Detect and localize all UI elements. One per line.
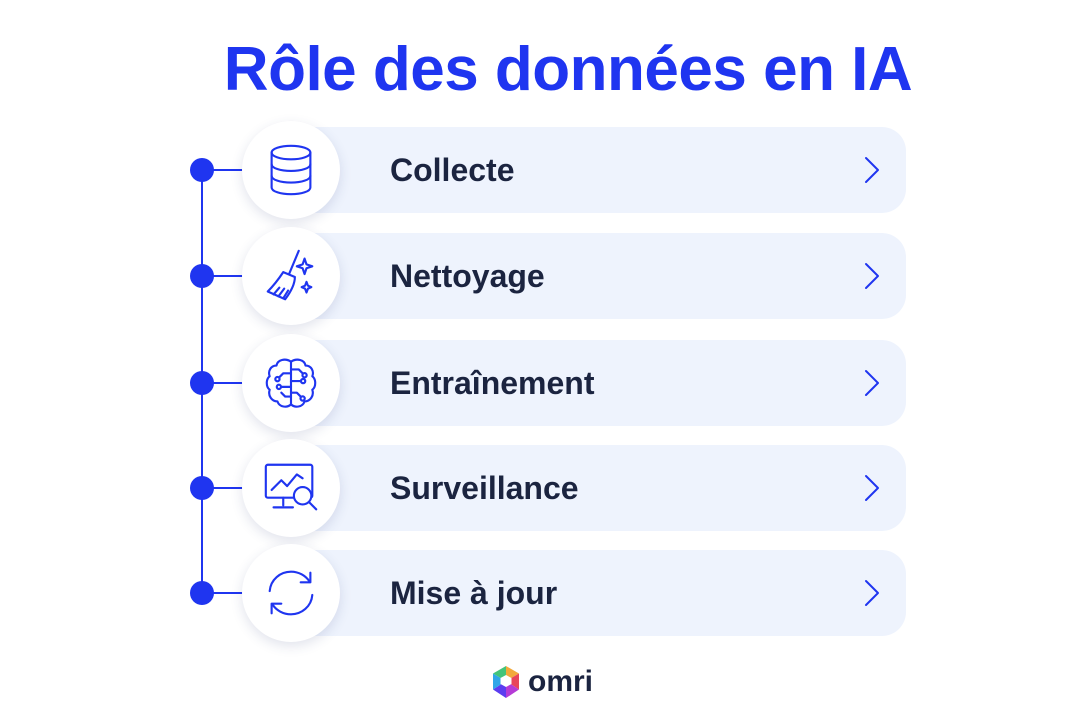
step-surveillance[interactable]: Surveillance <box>190 439 906 537</box>
timeline-dot <box>190 371 214 395</box>
step-card[interactable] <box>282 233 906 319</box>
step-card[interactable] <box>282 127 906 213</box>
icon-badge <box>242 121 340 219</box>
timeline-connector <box>202 169 246 171</box>
timeline-connector <box>202 487 246 489</box>
icon-badge <box>242 227 340 325</box>
timeline-dot <box>190 158 214 182</box>
database-icon <box>270 144 312 196</box>
timeline-connector <box>202 592 246 594</box>
step-label: Collecte <box>390 152 515 188</box>
logo-text: omri <box>528 665 594 698</box>
brain-circuit-icon <box>265 358 317 408</box>
step-label: Entraînement <box>390 365 595 401</box>
timeline-dot <box>190 264 214 288</box>
icon-badge <box>242 439 340 537</box>
step-card[interactable] <box>282 550 906 636</box>
icon-badge <box>242 544 340 642</box>
chevron-right-icon[interactable] <box>856 472 888 504</box>
timeline-dot <box>190 476 214 500</box>
icon-badge <box>242 334 340 432</box>
omri-logo: omri <box>490 664 593 700</box>
step-entrainement[interactable]: Entraînement <box>190 334 906 432</box>
timeline-dot <box>190 581 214 605</box>
monitor-chart-search-icon <box>264 463 318 511</box>
refresh-icon <box>268 570 314 616</box>
step-collecte[interactable]: Collecte <box>190 121 906 219</box>
timeline-connector <box>202 382 246 384</box>
broom-sparkles-icon <box>266 249 314 301</box>
timeline-connector <box>202 275 246 277</box>
step-label: Surveillance <box>390 470 579 506</box>
chevron-right-icon[interactable] <box>856 577 888 609</box>
step-mise-a-jour[interactable]: Mise à jour <box>190 544 906 642</box>
step-nettoyage[interactable]: Nettoyage <box>190 227 906 325</box>
hexagon-logo-icon <box>493 666 519 698</box>
step-label: Nettoyage <box>390 258 545 294</box>
step-card[interactable] <box>282 445 906 531</box>
page-title: Rôle des données en IA <box>223 35 913 104</box>
step-card[interactable] <box>282 340 906 426</box>
chevron-right-icon[interactable] <box>856 154 888 186</box>
chevron-right-icon[interactable] <box>856 260 888 292</box>
chevron-right-icon[interactable] <box>856 367 888 399</box>
step-label: Mise à jour <box>390 575 558 611</box>
